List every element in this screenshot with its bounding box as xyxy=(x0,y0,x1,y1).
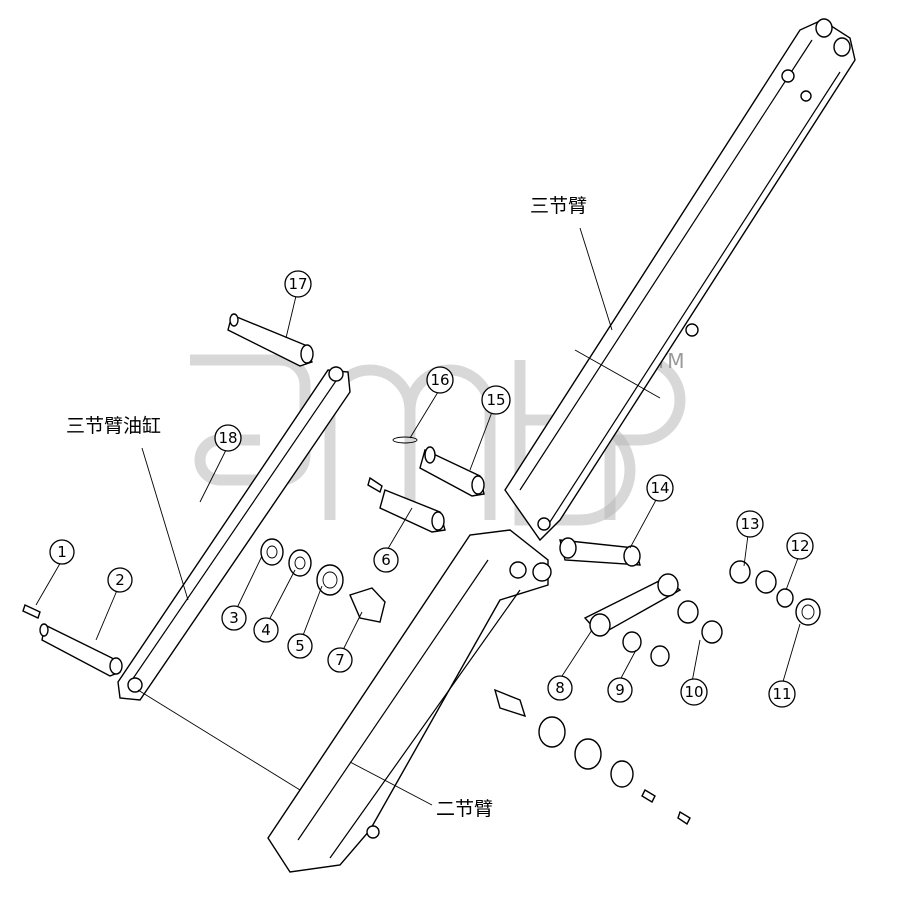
callout-17: 17 xyxy=(284,270,312,298)
callout-12: 12 xyxy=(786,532,814,560)
callout-18: 18 xyxy=(214,424,242,452)
third-arm-cylinder xyxy=(117,366,351,701)
callout-8: 8 xyxy=(547,675,573,701)
label-third-arm-cylinder: 三节臂油缸 xyxy=(66,415,161,437)
pin-part-2 xyxy=(39,623,123,677)
callout-6: 6 xyxy=(373,547,399,573)
washer-part-12 xyxy=(776,588,794,608)
callout-6-text: 6 xyxy=(381,551,391,569)
callout-5: 5 xyxy=(287,633,313,659)
callout-5-text: 5 xyxy=(295,637,305,655)
bushing-part-10 xyxy=(677,600,723,644)
nut-part-11 xyxy=(795,598,821,626)
callout-4: 4 xyxy=(253,617,279,643)
label-second-arm: 二节臂 xyxy=(436,798,493,820)
bushing-part-9 xyxy=(622,631,670,667)
third-arm xyxy=(504,18,856,542)
callout-8-text: 8 xyxy=(555,679,565,697)
callout-18-text: 18 xyxy=(218,429,237,447)
callout-1-text: 1 xyxy=(57,543,67,561)
callout-13: 13 xyxy=(736,510,764,538)
callout-9: 9 xyxy=(607,677,633,703)
callout-13-text: 13 xyxy=(740,515,759,533)
bushing-part-13 xyxy=(729,560,777,594)
bushing-part-7 xyxy=(349,587,386,623)
link-part-8 xyxy=(583,573,682,637)
second-arm xyxy=(267,529,552,873)
clip-part-16 xyxy=(392,436,418,444)
link-part-14 xyxy=(559,537,641,567)
callout-2-text: 2 xyxy=(115,571,125,589)
washer-part-3 xyxy=(260,538,284,566)
callout-14-text: 14 xyxy=(650,479,669,497)
callout-2: 2 xyxy=(107,567,133,593)
callout-16-text: 16 xyxy=(430,371,449,389)
callout-10: 10 xyxy=(680,678,708,706)
callout-17-text: 17 xyxy=(288,275,307,293)
callout-12-text: 12 xyxy=(790,537,809,555)
callout-7: 7 xyxy=(327,647,353,673)
callout-15-text: 15 xyxy=(486,391,505,409)
pin-part-17 xyxy=(227,313,314,367)
callout-9-text: 9 xyxy=(615,681,625,699)
callout-15: 15 xyxy=(481,385,511,415)
callout-14: 14 xyxy=(646,474,674,502)
label-third-arm: 三节臂 xyxy=(530,195,587,217)
callout-11-text: 11 xyxy=(772,685,791,703)
callout-1: 1 xyxy=(49,539,75,565)
washer-part-4 xyxy=(288,549,312,577)
bolt-part-1 xyxy=(22,604,41,619)
callout-10-text: 10 xyxy=(684,683,703,701)
callout-16: 16 xyxy=(426,366,454,394)
bushing-part-5 xyxy=(316,564,344,596)
callout-3-text: 3 xyxy=(229,609,239,627)
pin-part-15 xyxy=(419,446,485,497)
callout-7-text: 7 xyxy=(335,651,345,669)
callout-11: 11 xyxy=(768,680,796,708)
leader-lines xyxy=(35,227,801,806)
pin-part-6 xyxy=(367,476,446,533)
callout-4-text: 4 xyxy=(261,621,271,639)
callout-3: 3 xyxy=(221,605,247,631)
lower-pin-assembly xyxy=(493,688,691,826)
